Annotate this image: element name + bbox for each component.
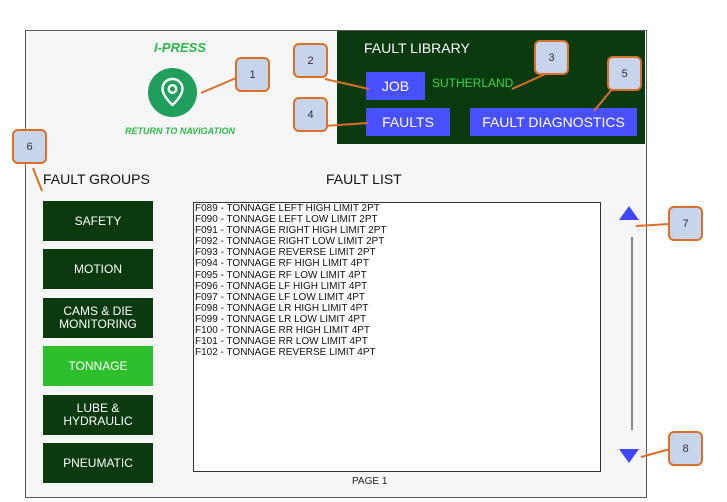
group-motion-button[interactable]: MOTION: [43, 249, 153, 289]
callout-badge-3: 3: [534, 40, 569, 75]
fault-library-title: FAULT LIBRARY: [364, 40, 470, 56]
job-value: SUTHERLAND: [432, 76, 514, 90]
callout-badge-4: 4: [293, 97, 328, 132]
faults-button[interactable]: FAULTS: [366, 108, 450, 136]
group-safety-button[interactable]: SAFETY: [43, 201, 153, 241]
callout-badge-2: 2: [293, 43, 328, 78]
fault-list-item[interactable]: F095 - TONNAGE RF LOW LIMIT 4PT: [195, 269, 367, 281]
fault-list-item[interactable]: F092 - TONNAGE RIGHT LOW LIMIT 2PT: [195, 236, 385, 248]
triangle-up-icon[interactable]: [619, 206, 639, 220]
callout-badge-6: 6: [12, 129, 47, 164]
fault-list-item[interactable]: F089 - TONNAGE LEFT HIGH LIMIT 2PT: [195, 203, 380, 214]
job-button[interactable]: JOB: [366, 72, 425, 100]
fault-list-item[interactable]: F098 - TONNAGE LR HIGH LIMIT 4PT: [195, 302, 369, 314]
fault-list-item[interactable]: F100 - TONNAGE RR HIGH LIMIT 4PT: [195, 325, 371, 337]
page-indicator: PAGE 1: [352, 476, 388, 487]
callout-badge-8: 8: [668, 431, 703, 466]
fault-list-item[interactable]: F094 - TONNAGE RF HIGH LIMIT 4PT: [195, 258, 369, 270]
group-pneumatic-button[interactable]: PNEUMATIC: [43, 443, 153, 483]
fault-diagnostics-button[interactable]: FAULT DIAGNOSTICS: [470, 108, 637, 136]
brand-title: I-PRESS: [153, 40, 206, 55]
fault-groups-heading: FAULT GROUPS: [43, 171, 150, 187]
fault-list-item[interactable]: F099 - TONNAGE LR LOW LIMIT 4PT: [195, 313, 367, 325]
callout-badge-7: 7: [668, 206, 703, 241]
fault-list-item[interactable]: F091 - TONNAGE RIGHT HIGH LIMIT 2PT: [195, 225, 387, 237]
callout-badge-1: 1: [235, 57, 270, 92]
group-lube-hydraulic-button[interactable]: LUBE & HYDRAULIC: [43, 395, 153, 435]
scrollbar-track[interactable]: [631, 237, 633, 430]
fault-list-item[interactable]: F093 - TONNAGE REVERSE LIMIT 2PT: [195, 247, 376, 259]
return-to-navigation-label: RETURN TO NAVIGATION: [125, 126, 235, 136]
fault-list-item[interactable]: F101 - TONNAGE RR LOW LIMIT 4PT: [195, 336, 368, 348]
fault-list-box: F089 - TONNAGE LEFT HIGH LIMIT 2PT F090 …: [193, 202, 601, 472]
fault-list-item[interactable]: F090 - TONNAGE LEFT LOW LIMIT 2PT: [195, 214, 378, 226]
location-pin-icon: [161, 77, 184, 107]
fault-list-item[interactable]: F102 - TONNAGE REVERSE LIMIT 4PT: [195, 347, 376, 359]
fault-list-heading: FAULT LIST: [326, 171, 402, 187]
group-cams-die-monitoring-button[interactable]: CAMS & DIE MONITORING: [43, 298, 153, 338]
callout-badge-5: 5: [607, 56, 642, 91]
fault-list-item[interactable]: F096 - TONNAGE LF HIGH LIMIT 4PT: [195, 280, 368, 292]
fault-list-item[interactable]: F097 - TONNAGE LF LOW LIMIT 4PT: [195, 291, 366, 303]
triangle-down-icon[interactable]: [619, 449, 639, 463]
return-to-navigation-button[interactable]: [148, 68, 197, 117]
group-tonnage-button[interactable]: TONNAGE: [43, 346, 153, 386]
